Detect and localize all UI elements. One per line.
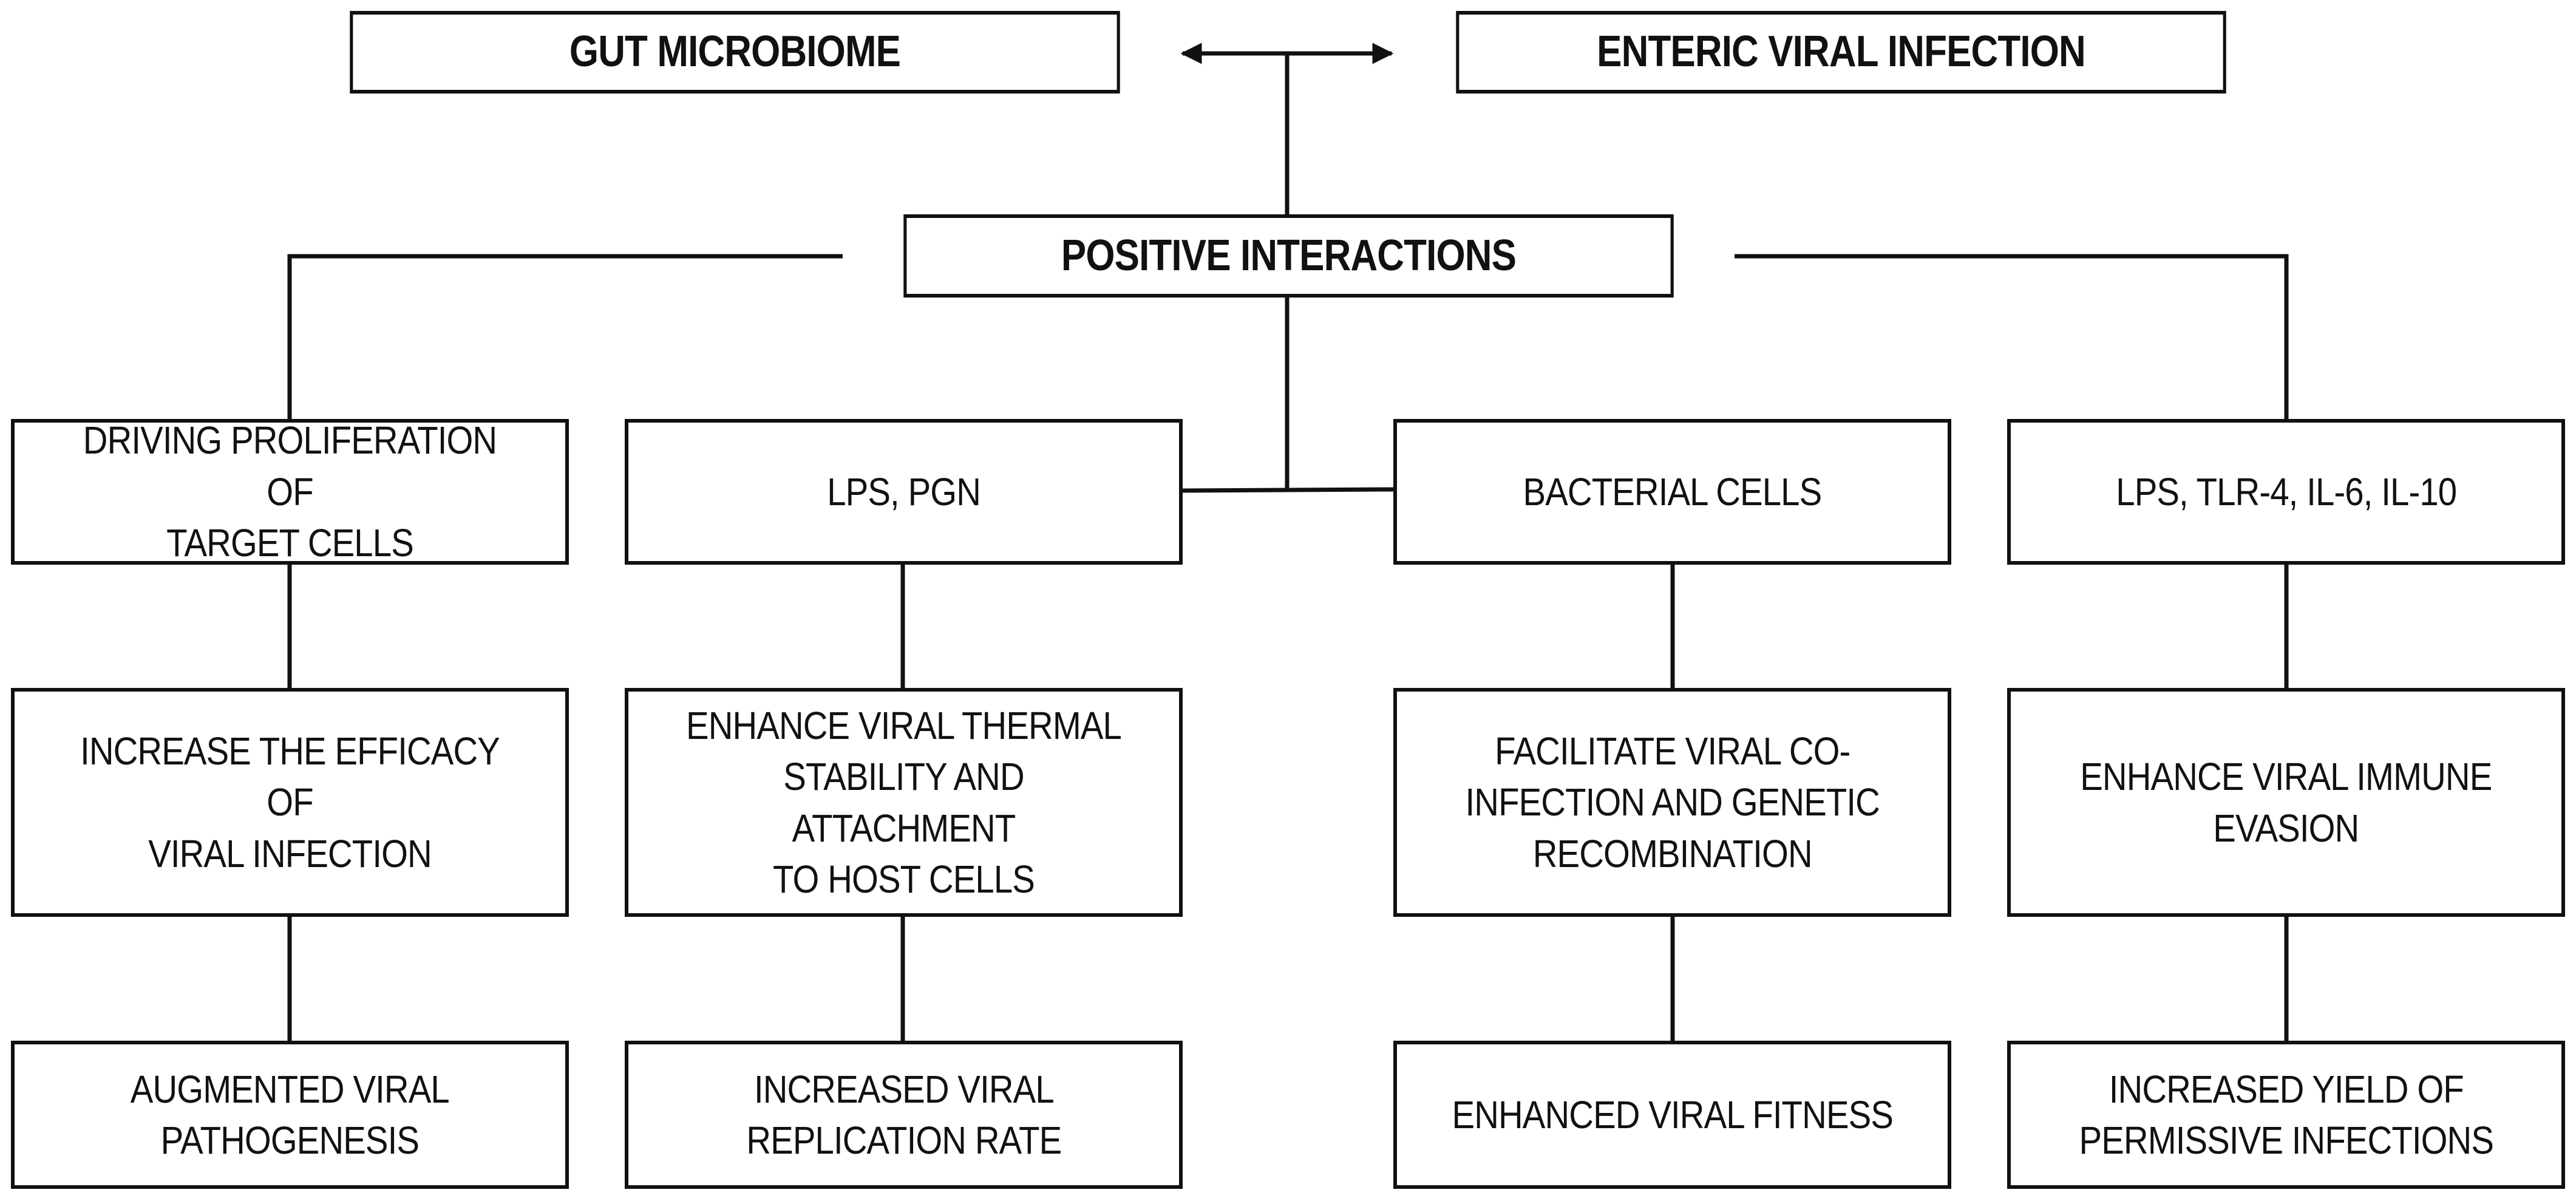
branch-1-effect-box: INCREASE THE EFFICACY OF VIRAL INFECTION xyxy=(11,688,569,917)
branch-1-effect-label: INCREASE THE EFFICACY OF VIRAL INFECTION xyxy=(80,729,500,876)
branch-3-trigger-label: BACTERIAL CELLS xyxy=(1523,469,1823,514)
connector-center-to-branch-4 xyxy=(1735,254,2289,419)
branch-1-outcome-box: AUGMENTED VIRAL PATHOGENESIS xyxy=(11,1041,569,1189)
branch-1-trigger-box: DRIVING PROLIFERATION OF TARGET CELLS xyxy=(11,418,569,565)
branch-3-trigger-box: BACTERIAL CELLS xyxy=(1393,419,1951,565)
branch-2-trigger-box: LPS, PGN xyxy=(625,419,1183,565)
branch-2-effect-label: ENHANCE VIRAL THERMAL STABILITY AND ATTA… xyxy=(686,703,1122,901)
enteric-viral-infection-label: ENTERIC VIRAL INFECTION xyxy=(1597,27,2086,77)
positive-interactions-box: POSITIVE INTERACTIONS xyxy=(903,214,1674,298)
branch-2-outcome-label: INCREASED VIRAL REPLICATION RATE xyxy=(746,1067,1062,1162)
gut-microbiome-label: GUT MICROBIOME xyxy=(569,27,901,77)
branch-2-effect-box: ENHANCE VIRAL THERMAL STABILITY AND ATTA… xyxy=(625,688,1183,917)
branch-4-trigger-box: LPS, TLR-4, IL-6, IL-10 xyxy=(2007,419,2565,565)
branch-4-outcome-label: INCREASED YIELD OF PERMISSIVE INFECTIONS xyxy=(2079,1067,2493,1162)
branch-4-effect-label: ENHANCE VIRAL IMMUNE EVASION xyxy=(2080,755,2492,850)
enteric-viral-infection-box: ENTERIC VIRAL INFECTION xyxy=(1456,11,2226,94)
branch-4-outcome-box: INCREASED YIELD OF PERMISSIVE INFECTIONS xyxy=(2007,1041,2565,1189)
positive-interactions-label: POSITIVE INTERACTIONS xyxy=(1061,231,1517,280)
branch-3-outcome-label: ENHANCED VIRAL FITNESS xyxy=(1452,1092,1893,1137)
branch-3-effect-label: FACILITATE VIRAL CO- INFECTION AND GENET… xyxy=(1465,729,1880,876)
branch-2-trigger-label: LPS, PGN xyxy=(827,469,981,514)
branch-3-outcome-box: ENHANCED VIRAL FITNESS xyxy=(1393,1041,1951,1189)
connector-center-to-branch-1 xyxy=(287,254,843,419)
branch-4-effect-box: ENHANCE VIRAL IMMUNE EVASION xyxy=(2007,688,2565,917)
gut-microbiome-box: GUT MICROBIOME xyxy=(350,11,1120,94)
branch-2-outcome-box: INCREASED VIRAL REPLICATION RATE xyxy=(625,1041,1183,1189)
branch-1-trigger-label: DRIVING PROLIFERATION OF TARGET CELLS xyxy=(83,418,497,565)
connector-junction-branches xyxy=(1181,487,1395,493)
branch-4-trigger-label: LPS, TLR-4, IL-6, IL-10 xyxy=(2116,469,2457,514)
branch-1-outcome-label: AUGMENTED VIRAL PATHOGENESIS xyxy=(130,1067,450,1162)
branch-3-effect-box: FACILITATE VIRAL CO- INFECTION AND GENET… xyxy=(1393,688,1951,917)
